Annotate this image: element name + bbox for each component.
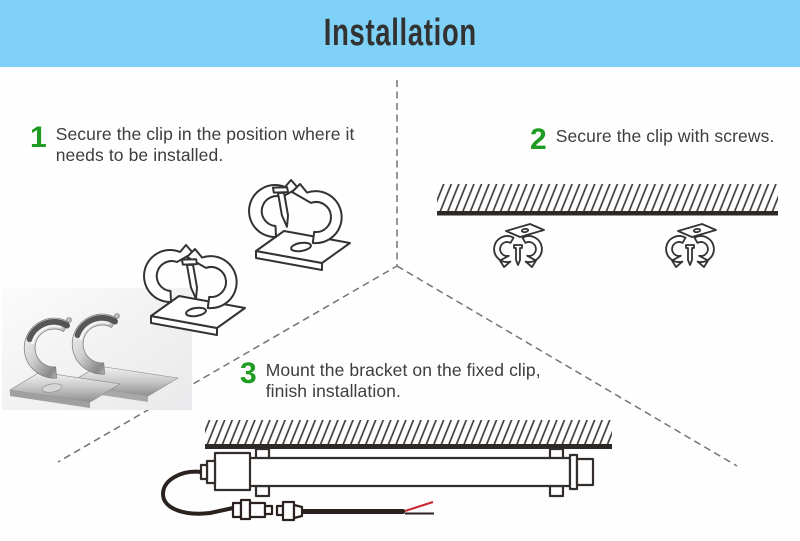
- mounted-clip-icon: [493, 223, 545, 268]
- mounting-tab: [254, 484, 271, 498]
- cable-connectors: [231, 498, 304, 522]
- step-2-text: Secure the clip with screws.: [555, 126, 775, 146]
- ceiling-surface: [437, 184, 778, 216]
- mounting-tab: [548, 484, 565, 498]
- power-cable: [160, 469, 234, 516]
- wire-ends: [301, 501, 434, 515]
- page-title: Installation: [323, 12, 477, 54]
- led-tube-light: [199, 447, 595, 498]
- step-3-illustration: [160, 420, 612, 522]
- clip-line-art-right: [248, 179, 351, 271]
- tube-end-cap: [205, 459, 217, 485]
- metal-clip-front: [23, 317, 72, 379]
- header-banner: Installation: [0, 0, 800, 67]
- metal-clip-back: [71, 313, 120, 375]
- tube-body: [213, 456, 572, 488]
- tube-cable-nub: [199, 463, 209, 481]
- tube-right-cap: [575, 457, 595, 487]
- step-2-illustration: [437, 184, 778, 268]
- ceiling-surface: [205, 420, 612, 449]
- step-2-number: 2: [530, 123, 547, 156]
- tube-driver-box: [213, 451, 252, 492]
- step-2-section: 2 Secure the clip with screws.: [530, 123, 792, 156]
- step-1-illustration: [2, 179, 351, 410]
- mounted-clip-icon: [665, 223, 717, 268]
- step-1-number: 1: [30, 121, 47, 154]
